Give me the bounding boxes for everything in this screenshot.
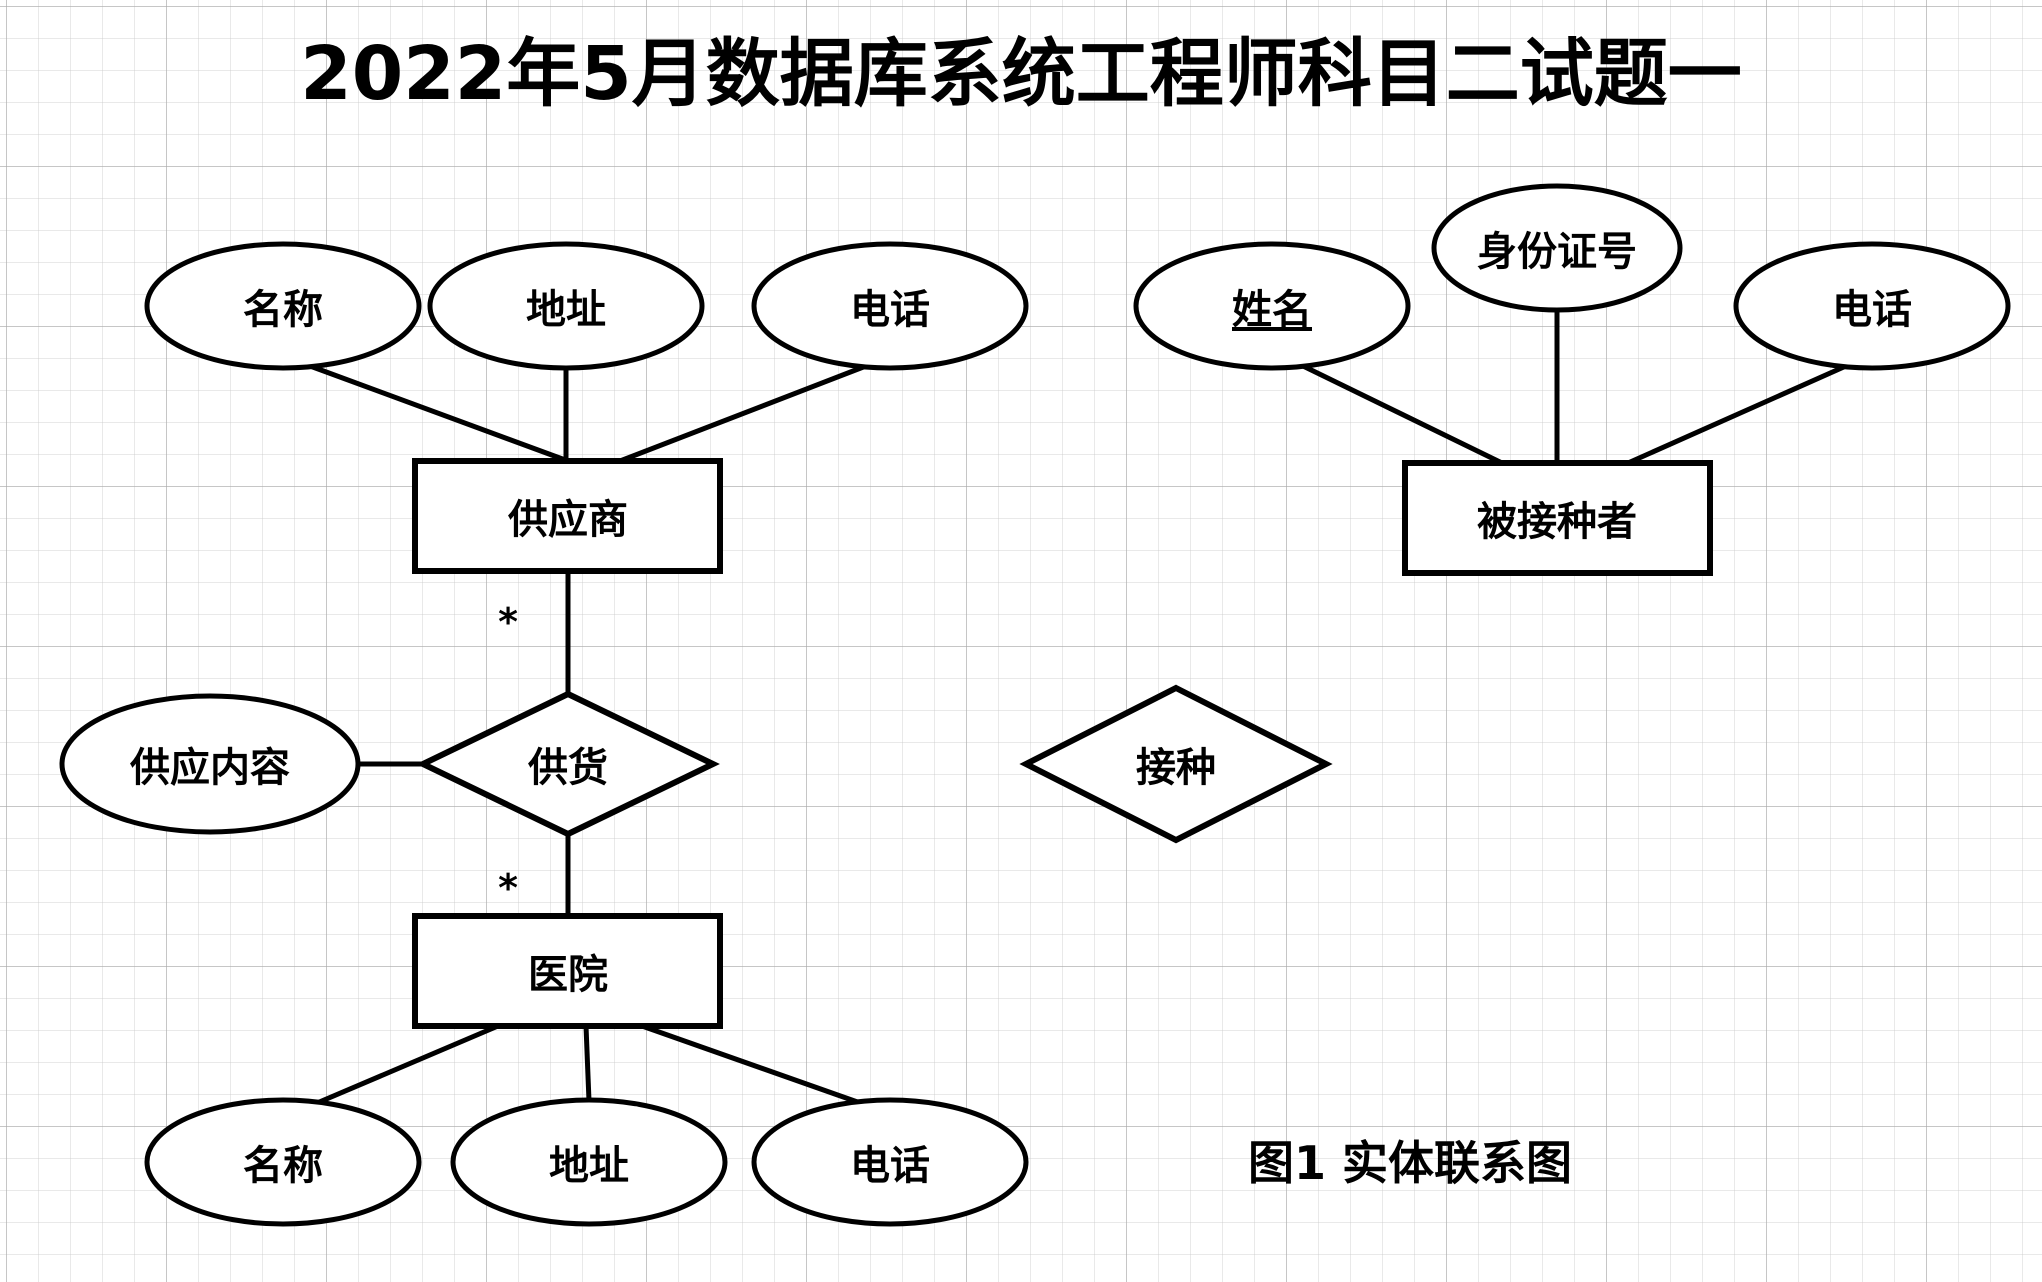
page-title: 2022年5月数据库系统工程师科目二试题一 xyxy=(300,31,1742,117)
attribute-ellipse-vac-tel xyxy=(1733,241,2011,371)
attribute-ellipse-sup-tel xyxy=(751,241,1029,371)
connector-hospital-hos-name xyxy=(309,1023,499,1109)
attribute-ellipse-hos-tel xyxy=(751,1097,1029,1227)
attribute-ellipse-hos-addr xyxy=(450,1097,728,1227)
connector-vac-xm-vaccinee xyxy=(1301,363,1504,466)
relationship-diamond-supply xyxy=(416,690,720,838)
attribute-ellipse-hos-name xyxy=(144,1097,422,1227)
connector-hospital-hos-tel xyxy=(641,1023,867,1108)
connector-sup-tel-supplier xyxy=(619,363,867,464)
connector-hospital-hos-addr xyxy=(583,1025,592,1102)
entity-rect-vaccinee xyxy=(1402,460,1713,576)
attribute-ellipse-supply-content xyxy=(59,693,361,835)
relationship-diamond-vaccination xyxy=(1019,684,1333,844)
attribute-ellipse-sup-addr xyxy=(427,241,705,371)
figure-caption: 图1 实体联系图 xyxy=(1247,1136,1573,1190)
connector-lines xyxy=(309,310,1848,1109)
entity-rect-supplier xyxy=(412,458,723,574)
attribute-ellipse-sup-name xyxy=(144,241,422,371)
connector-vac-tel-vaccinee xyxy=(1626,363,1848,466)
entity-rectangles xyxy=(412,458,1713,1029)
connector-sup-name-supplier xyxy=(309,363,569,464)
relationship-diamonds xyxy=(416,684,1333,844)
attribute-ellipse-vac-xm xyxy=(1133,241,1411,371)
attribute-ellipse-vac-id xyxy=(1431,183,1683,313)
attribute-ellipses xyxy=(59,183,2011,1227)
entity-rect-hospital xyxy=(412,913,723,1029)
